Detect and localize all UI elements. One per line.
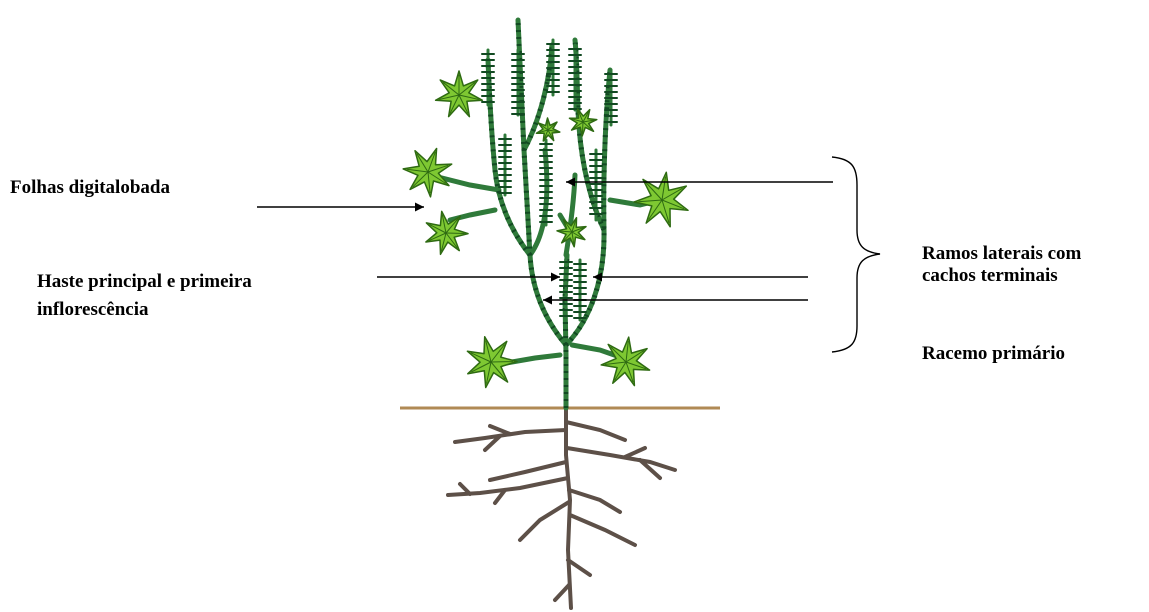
leaf-icon	[570, 109, 597, 136]
raceme-spike	[560, 258, 572, 318]
raceme-spike	[540, 140, 552, 225]
leaf-icon	[634, 172, 688, 227]
roots	[448, 408, 675, 608]
label-lateral-line2: cachos terminais	[922, 264, 1058, 288]
raceme-spike	[499, 135, 511, 195]
raceme-spike	[547, 40, 559, 95]
leaf-icon	[536, 118, 559, 141]
label-main-stem-line1: Haste principal e primeira	[37, 270, 252, 294]
label-leaves: Folhas digitalobada	[10, 176, 170, 200]
palmate-leaves	[403, 71, 688, 388]
leaf-icon	[403, 149, 452, 197]
curly-brace	[832, 157, 880, 352]
label-main-stem-line2: inflorescência	[37, 298, 149, 322]
raceme-spike	[482, 50, 494, 105]
raceme-spike	[574, 260, 586, 320]
label-primary-raceme: Racemo primário	[922, 342, 1065, 366]
raceme-spike	[590, 150, 602, 220]
leaf-icon	[436, 71, 483, 117]
leaf-icon	[601, 337, 649, 386]
leaf-icon	[467, 337, 517, 388]
label-lateral-line1: Ramos laterais com	[922, 242, 1081, 266]
